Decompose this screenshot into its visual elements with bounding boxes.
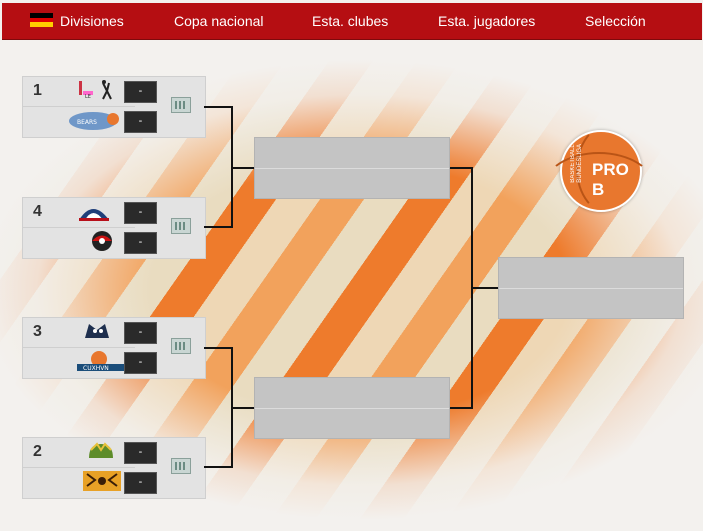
seed-number: 2 (33, 443, 42, 460)
final-slot (498, 257, 684, 319)
row-divider (23, 227, 135, 228)
bracket-line (448, 167, 472, 169)
row-divider (23, 106, 135, 107)
svg-text:CUXHVN: CUXHVN (83, 365, 109, 372)
flag-stripe-red (30, 17, 53, 23)
stats-icon[interactable] (171, 97, 191, 113)
score-box: - (124, 352, 157, 374)
team-logo-icon[interactable] (57, 230, 129, 252)
seed-number: 1 (33, 82, 42, 99)
score-box: - (124, 322, 157, 344)
row-divider (23, 467, 135, 468)
badge-league-line-1: BASKETBALL (570, 144, 576, 183)
match-card-3[interactable]: 3 CUXHVN - - (22, 317, 206, 379)
score-box: - (124, 111, 157, 133)
score-box: - (124, 472, 157, 494)
bracket-line (204, 226, 232, 228)
stats-icon[interactable] (171, 458, 191, 474)
svg-text:BEARS: BEARS (77, 119, 97, 126)
stats-icon[interactable] (171, 218, 191, 234)
flag-stripe-gold (30, 22, 53, 28)
bracket-line (231, 407, 254, 409)
bracket-line (471, 287, 498, 289)
match-card-2[interactable]: 4 - - (22, 197, 206, 259)
top-navigation: Divisiones Copa nacional Esta. clubes Es… (2, 3, 702, 40)
team-logo-icon[interactable]: BEARS (57, 109, 129, 131)
row-divider (23, 347, 135, 348)
score-box: - (124, 81, 157, 103)
semifinal-slot-2 (254, 377, 450, 439)
germany-flag-icon[interactable] (30, 13, 53, 28)
semifinal-slot-1 (254, 137, 450, 199)
ball-seam (542, 152, 656, 226)
bracket-line (204, 106, 232, 108)
svg-text:LE: LE (85, 94, 91, 100)
seed-number: 4 (33, 203, 42, 220)
bracket-line (231, 167, 254, 169)
team-logo-icon[interactable] (57, 440, 129, 462)
seed-number: 3 (33, 323, 42, 340)
proB-badge-logo: BASKETBALL BUNDESLIGA PRO B (542, 122, 656, 216)
team-logo-icon[interactable]: LE (57, 79, 129, 101)
team-logo-icon[interactable]: CUXHVN (57, 350, 129, 372)
row-divider (255, 408, 449, 409)
nav-esta-jugadores[interactable]: Esta. jugadores (438, 13, 536, 29)
team-logo-icon[interactable] (57, 470, 129, 492)
nav-divisiones[interactable]: Divisiones (60, 13, 124, 29)
bracket-line (204, 347, 232, 349)
row-divider (255, 168, 449, 169)
team-logo-icon[interactable] (57, 200, 129, 222)
nav-seleccion[interactable]: Selección (585, 13, 646, 29)
badge-league-text: BASKETBALL BUNDESLIGA (570, 144, 584, 183)
badge-division-text: PRO B (592, 160, 629, 199)
score-box: - (124, 442, 157, 464)
team-logo-icon[interactable] (57, 320, 129, 342)
bracket-line (448, 407, 472, 409)
nav-copa-nacional[interactable]: Copa nacional (174, 13, 264, 29)
nav-esta-clubes[interactable]: Esta. clubes (312, 13, 389, 29)
row-divider (499, 288, 683, 289)
bracket-line (204, 466, 232, 468)
stats-icon[interactable] (171, 338, 191, 354)
match-card-4[interactable]: 2 - - (22, 437, 206, 499)
badge-league-line-2: BUNDESLIGA (577, 144, 583, 183)
score-box: - (124, 232, 157, 254)
flag-stripe-black (30, 13, 53, 18)
match-card-1[interactable]: 1 LE BEARS - - (22, 76, 206, 138)
score-box: - (124, 202, 157, 224)
